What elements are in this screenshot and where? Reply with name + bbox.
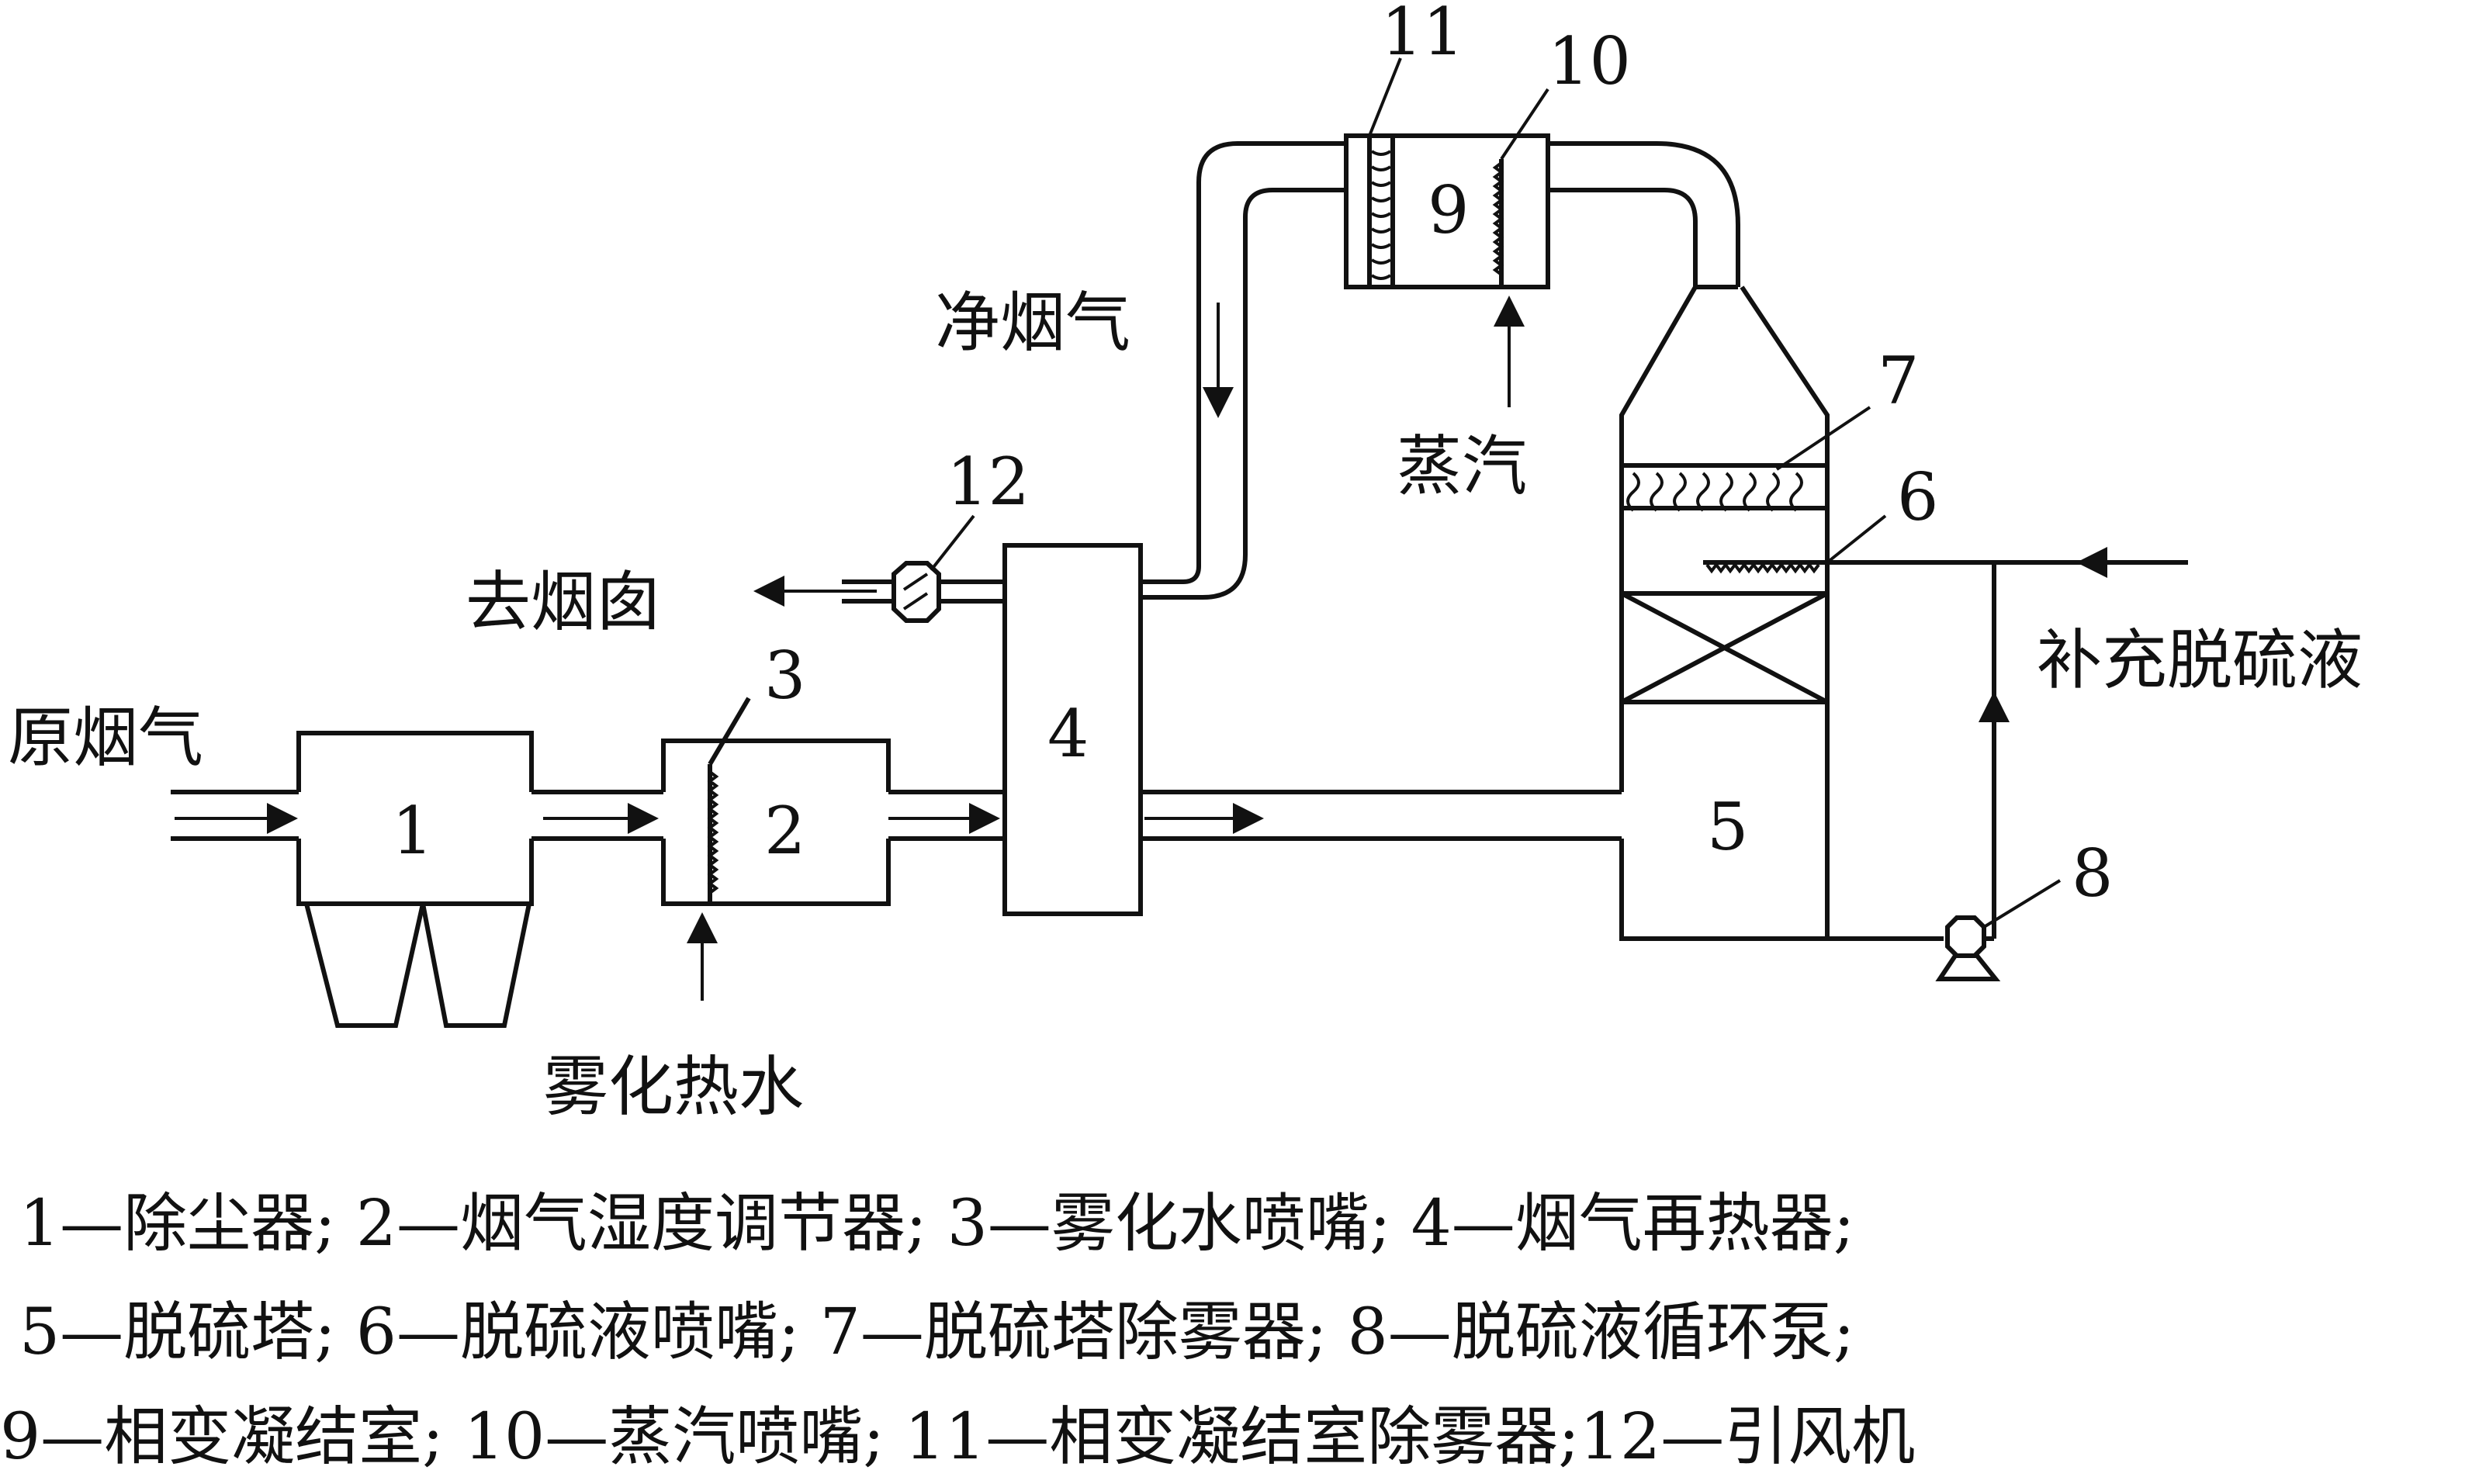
steam-label: 蒸汽 <box>1397 428 1527 504</box>
label-12: 12 <box>947 444 1030 520</box>
legend: 1—除尘器; 2—烟气湿度调节器; 3—雾化水喷嘴; 4—烟气再热器; 5—脱硫… <box>0 1187 1915 1474</box>
dust-collector <box>296 731 534 1028</box>
desulfurization-tower <box>1619 285 1887 941</box>
exhaust-duct <box>753 576 1005 607</box>
label-1: 1 <box>392 793 433 869</box>
label-3: 3 <box>764 638 805 714</box>
atomized-water-nozzle <box>707 764 719 904</box>
flue-gas-humidity-regulator <box>661 697 891 906</box>
label-7: 7 <box>1878 343 1919 419</box>
label-4: 4 <box>1047 696 1089 772</box>
duct-4-5 <box>1141 790 1622 841</box>
induced-draft-fan <box>892 514 975 623</box>
label-5: 5 <box>1707 789 1748 865</box>
inlet-duct <box>171 790 299 841</box>
label-11: 11 <box>1381 0 1464 70</box>
steam-nozzle <box>1492 159 1504 287</box>
desulfurization-liquid-nozzle <box>1703 560 1827 574</box>
label-10: 10 <box>1548 23 1631 99</box>
label-2: 2 <box>764 793 805 869</box>
label-6: 6 <box>1897 459 1938 535</box>
legend-line-1: 1—除尘器; 2—烟气湿度调节器; 3—雾化水喷嘴; 4—烟气再热器; <box>19 1187 1854 1261</box>
makeup-liquid-label: 补充脱硫液 <box>2037 622 2363 698</box>
clean-gas-duct <box>1141 141 1740 600</box>
atomized-hot-water-label: 雾化热水 <box>543 1049 804 1125</box>
label-9: 9 <box>1428 172 1469 248</box>
legend-line-3: 9—相变凝结室; 10—蒸汽喷嘴; 11—相变凝结室除雾器;12—引风机 <box>0 1400 1915 1474</box>
tower-demister <box>1622 463 1827 512</box>
condensation-chamber-demister <box>1367 136 1395 287</box>
to-chimney-label: 去烟囱 <box>466 564 661 640</box>
duct-1-2 <box>531 790 663 841</box>
clean-flue-gas-label: 净烟气 <box>935 285 1130 361</box>
legend-line-2: 5—脱硫塔; 6—脱硫液喷嘴; 7—脱硫塔除雾器; 8—脱硫液循环泵; <box>19 1295 1854 1369</box>
phase-change-condensation-chamber <box>1344 57 1550 289</box>
raw-flue-gas-label: 原烟气 <box>8 700 203 776</box>
duct-2-4 <box>888 790 1005 841</box>
flue-gas-reheater <box>1002 543 1143 916</box>
label-8: 8 <box>2072 835 2113 912</box>
circulation-pump <box>1935 879 2062 981</box>
recirculation-loop <box>1827 560 2188 941</box>
